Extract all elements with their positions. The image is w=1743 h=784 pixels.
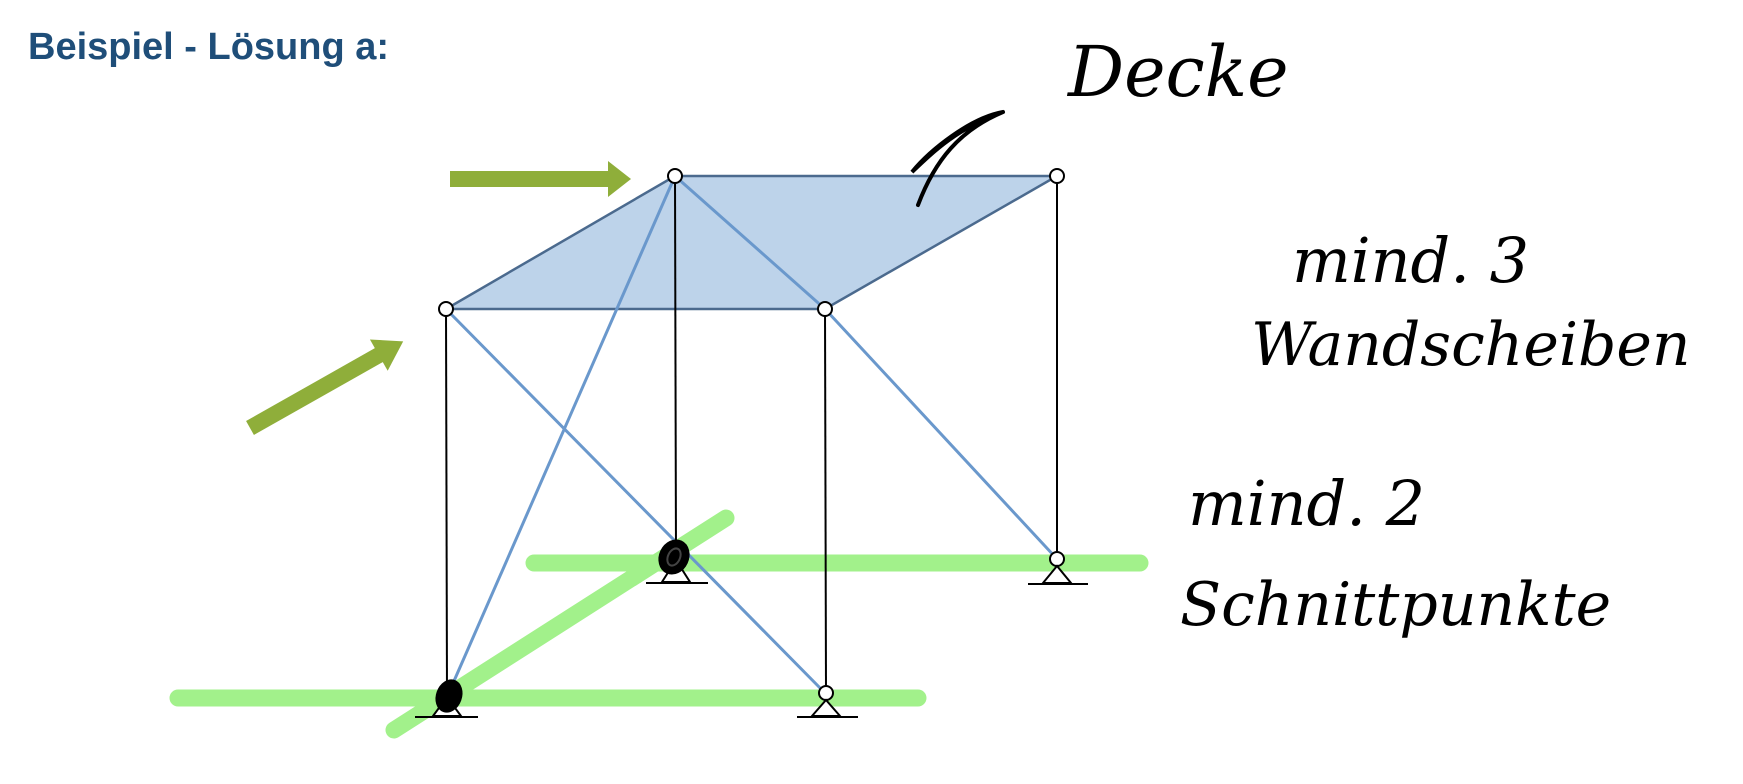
brace-front-wall [444, 307, 827, 695]
slide-title: Beispiel - Lösung a: [28, 26, 390, 68]
hinge-back-right [1049, 168, 1065, 184]
load-arrow-horizontal [450, 161, 631, 197]
support-front-right [797, 685, 858, 718]
hinge-front-right [817, 301, 833, 317]
top-hinges [438, 168, 1065, 317]
column-front-right [824, 308, 827, 694]
highlight-lines [169, 509, 1149, 739]
load-arrow-diagonal [246, 339, 404, 435]
supports [415, 539, 1088, 718]
column-front-left [445, 308, 448, 698]
support-back-left [646, 539, 708, 584]
label-mind-3: mind. 3 [1292, 224, 1529, 297]
label-mind-2: mind. 2 [1188, 467, 1425, 540]
label-schnittpunkte: Schnittpunkte [1180, 570, 1611, 640]
label-decke: Decke [1066, 31, 1289, 113]
columns [445, 175, 1058, 698]
pointer-stroke [910, 110, 1005, 207]
label-wandscheiben: Wandscheiben [1251, 310, 1691, 380]
brace-left-wall [445, 175, 677, 698]
bracing [444, 174, 1059, 698]
brace-slab-diagonal [674, 174, 826, 311]
support-back-right [1028, 551, 1088, 585]
hinge-back-left [667, 168, 683, 184]
hinge-front-left [438, 301, 454, 317]
support-front-left [415, 679, 478, 718]
load-arrows [246, 161, 631, 435]
brace-right-wall [823, 307, 1059, 561]
column-back-left [674, 175, 677, 561]
